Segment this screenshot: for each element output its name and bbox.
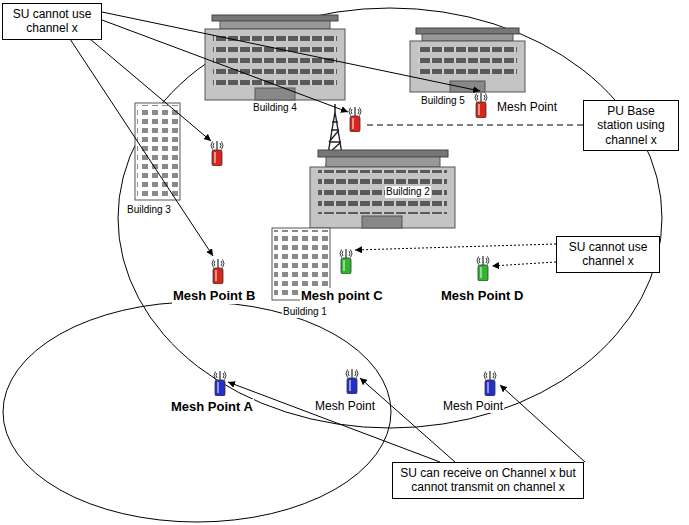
leader-lines	[70, 12, 585, 462]
coverage-circle	[3, 302, 391, 522]
coverage-circle	[118, 8, 662, 428]
callout-text: SU cannot use channel x	[7, 7, 97, 36]
building-label: Building 1	[282, 306, 328, 318]
mesh-point-label: Mesh Point A	[170, 399, 254, 415]
callout-box: SU cannot use channel x	[556, 236, 660, 273]
mesh-point-label: Mesh Point D	[440, 288, 524, 304]
callout-text: SU cannot use channel x	[561, 240, 655, 269]
callout-text: SU can receive on Channel x but cannot t…	[397, 466, 579, 495]
callout-box: SU can receive on Channel x but cannot t…	[392, 462, 584, 499]
mesh-point-label: Mesh Point	[442, 399, 504, 413]
callout-box: SU cannot use channel x	[2, 3, 102, 40]
callout-box: PU Base station using channel x	[583, 100, 679, 151]
building-label: Building 4	[252, 102, 298, 114]
mesh-point-icons	[211, 93, 496, 396]
building-4	[205, 15, 345, 100]
building-label: Building 5	[420, 95, 466, 107]
mesh-point-label: Mesh Point B	[172, 288, 256, 304]
building-2	[310, 150, 455, 228]
mesh-point-label: Mesh Point	[314, 399, 376, 413]
mesh-point-label: Mesh point C	[300, 288, 384, 304]
building-label: Building 2	[385, 186, 431, 198]
callout-text: PU Base station using channel x	[588, 104, 674, 147]
building-3	[135, 103, 180, 200]
building-5	[410, 28, 525, 92]
mesh-point-label: Mesh Point	[496, 100, 558, 114]
building-label: Building 3	[126, 204, 172, 216]
